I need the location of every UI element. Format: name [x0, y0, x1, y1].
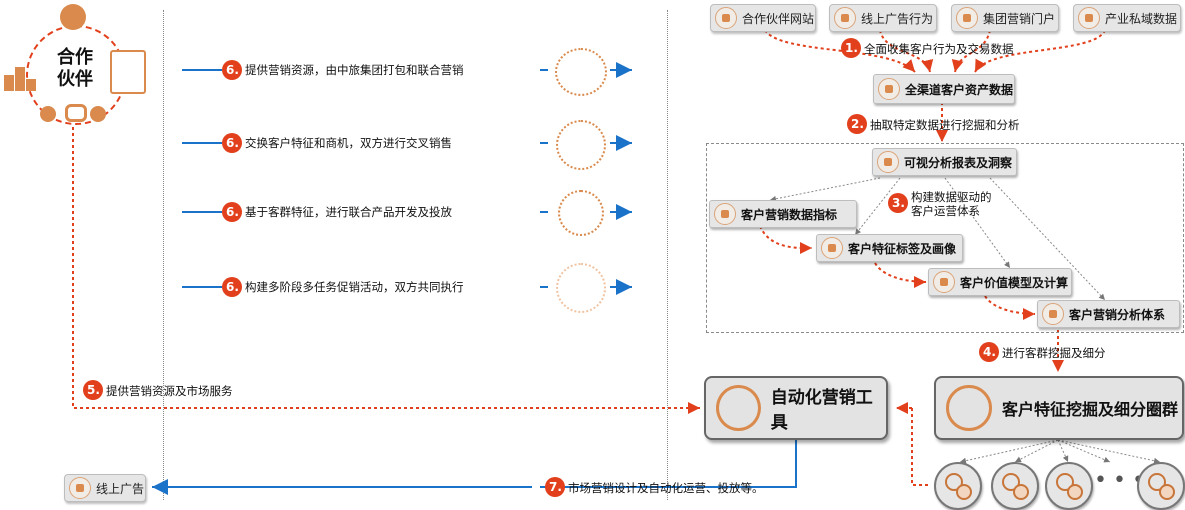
profile-icon — [821, 237, 843, 259]
step4-text: 进行客群挖掘及细分 — [1002, 346, 1106, 360]
megaphone-icon — [69, 477, 91, 499]
partner-title-line2: 伙伴 — [57, 69, 93, 90]
cart-gear-icon — [556, 120, 606, 170]
box-visual-report[interactable]: 可视分析报表及洞察 — [872, 148, 1017, 176]
step2-text: 抽取特定数据进行挖掘和分析 — [870, 118, 1020, 132]
box-automation-tool[interactable]: 自动化营销工具 — [704, 376, 888, 440]
bulb-gear-icon — [558, 190, 604, 236]
cooperation-text-2: 交换客户特征和商机，双方进行交叉销售 — [245, 136, 452, 150]
step3-line2: 客户运营体系 — [911, 204, 980, 218]
source-group-portal[interactable]: 集团营销门户 — [951, 4, 1059, 32]
partner-title: 合作 伙伴 — [48, 47, 102, 91]
source-private-data[interactable]: 产业私域数据 — [1073, 4, 1181, 32]
podium-icon — [4, 55, 38, 91]
analysis-region — [706, 143, 1184, 333]
box-online-ad[interactable]: 线上广告 — [64, 474, 146, 502]
step5-badge: 5. — [83, 380, 103, 400]
step6-badge-1: 6. — [222, 60, 242, 80]
segment-icon-4[interactable] — [1137, 462, 1185, 510]
team-icon — [556, 263, 606, 313]
report-icon — [877, 151, 899, 173]
step7-badge: 7. — [545, 477, 565, 497]
value-icon — [933, 271, 955, 293]
box-marketing-metrics[interactable]: 客户营销数据指标 — [709, 200, 857, 228]
cooperation-text-4: 构建多阶段多任务促销活动，双方共同执行 — [245, 280, 464, 294]
step2-badge: 2. — [847, 114, 867, 134]
money-icon — [110, 50, 146, 94]
board-icon — [1042, 303, 1064, 325]
step6-badge-3: 6. — [222, 202, 242, 222]
box-feature-tags[interactable]: 客户特征标签及画像 — [816, 234, 963, 262]
step4-badge: 4. — [979, 342, 999, 362]
step3-text: 构建数据驱动的 客户运营体系 — [911, 190, 992, 218]
box-value-model[interactable]: 客户价值模型及计算 — [928, 268, 1072, 296]
source-online-ad[interactable]: 线上广告行为 — [829, 4, 937, 32]
segment-icon-2[interactable] — [991, 462, 1039, 510]
step3-line1: 构建数据驱动的 — [911, 190, 992, 204]
divider-left — [163, 10, 164, 500]
step6-badge-2: 6. — [222, 133, 242, 153]
box-all-channel-data[interactable]: 全渠道客户资产数据 — [873, 74, 1015, 104]
step6-badge-4: 6. — [222, 277, 242, 297]
cooperation-text-1: 提供营销资源，由中旅集团打包和联合营销 — [245, 63, 464, 77]
megaphone-icon — [834, 7, 856, 29]
step1-text: 全面收集客户行为及交易数据 — [864, 42, 1014, 56]
step5-text: 提供营销资源及市场服务 — [106, 384, 233, 398]
segment-icon-1[interactable] — [934, 462, 982, 510]
partner-hub-icon — [60, 4, 86, 30]
cooperation-text-3: 基于客群特征，进行联合产品开发及投放 — [245, 205, 452, 219]
partner-title-line1: 合作 — [57, 47, 93, 68]
portal-icon — [956, 7, 978, 29]
source-partner-website[interactable]: 合作伙伴网站 — [710, 4, 816, 32]
customer-segment-icon — [946, 385, 992, 431]
database-icon — [1078, 7, 1100, 29]
database-icon — [878, 78, 900, 100]
metrics-icon — [714, 203, 736, 225]
step3-badge: 3. — [888, 193, 908, 213]
website-icon — [715, 7, 737, 29]
handshake-icon — [40, 102, 106, 122]
divider-right — [667, 10, 668, 500]
step1-badge: 1. — [841, 38, 861, 58]
ellipsis-icon: ••• — [1094, 468, 1151, 493]
gear-hand-icon — [555, 48, 607, 96]
box-analysis-system[interactable]: 客户营销分析体系 — [1037, 300, 1180, 328]
segment-icon-3[interactable] — [1045, 462, 1093, 510]
step7-text: 市场营销设计及自动化运营、投放等。 — [568, 481, 764, 495]
megaphone-globe-icon — [716, 385, 761, 431]
box-customer-mining[interactable]: 客户特征挖掘及细分圈群 — [934, 376, 1184, 440]
